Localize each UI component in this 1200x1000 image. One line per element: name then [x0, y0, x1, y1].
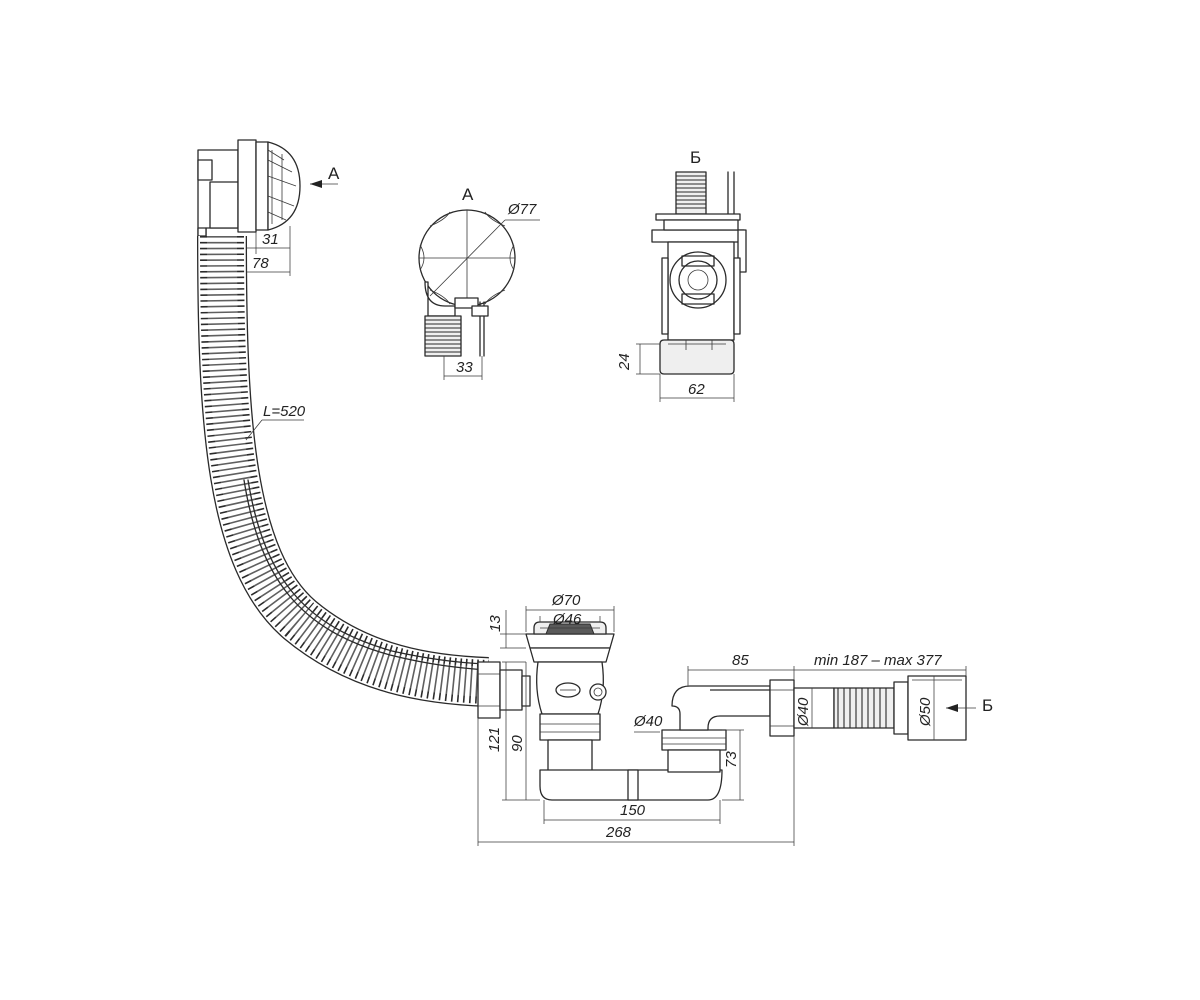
dim-d50-label: Ø50: [917, 697, 934, 727]
dim-62-label: 62: [688, 381, 705, 398]
hose-length-label: L=520: [263, 403, 306, 420]
corrugated-hose: [197, 235, 489, 707]
dim-268-label: 268: [605, 824, 632, 841]
hose-connector-nut: [477, 661, 531, 719]
view-marker-a-arrow: А: [310, 164, 340, 188]
drain-valve: [525, 621, 615, 781]
dim-31-label: 31: [262, 231, 279, 248]
view-b-title: Б: [690, 148, 701, 167]
view-a-title: А: [462, 185, 474, 204]
outlet-extension: [769, 675, 967, 741]
dim-121-label: 121: [486, 727, 503, 752]
view-marker-a-label: А: [328, 164, 340, 183]
hose-length-callout: L=520: [245, 403, 306, 441]
main-dimensions: Ø70 Ø46 13 121 90 Ø40 73 150: [477, 592, 967, 846]
overflow-head-dimensions: 31 78: [242, 226, 291, 276]
view-marker-b-arrow: Б: [946, 696, 993, 715]
dim-13-label: 13: [487, 615, 504, 632]
dim-extension-label: min 187 – max 377: [814, 652, 942, 669]
dim-85-label: 85: [732, 652, 749, 669]
dim-73-label: 73: [723, 751, 740, 768]
overflow-head-side-view: [197, 139, 301, 239]
dim-78-label: 78: [252, 255, 269, 272]
dim-d40-outlet-label: Ø40: [795, 697, 812, 727]
view-marker-b-label: Б: [982, 696, 993, 715]
detail-view-a: А Ø77 33: [418, 185, 540, 380]
dim-33-label: 33: [456, 359, 473, 376]
dim-90-label: 90: [509, 735, 526, 752]
detail-view-b: Б 24 62: [616, 148, 747, 402]
dim-d46-label: Ø46: [552, 611, 582, 628]
dim-24-label: 24: [616, 353, 633, 371]
dim-d77-label: Ø77: [507, 201, 537, 218]
u-trap: [539, 685, 771, 801]
dim-d70-label: Ø70: [551, 592, 581, 609]
dim-d40-trap-label: Ø40: [633, 713, 663, 730]
dim-150-label: 150: [620, 802, 646, 819]
